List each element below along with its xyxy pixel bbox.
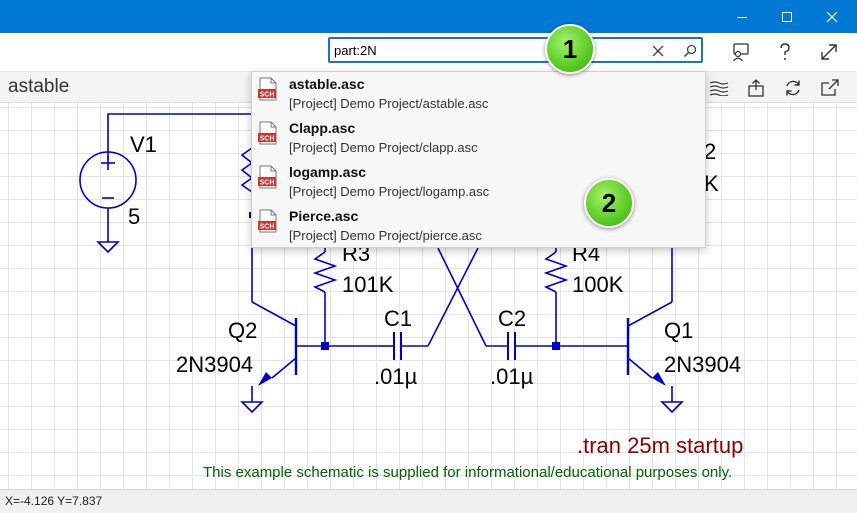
junction-dot-left [321,342,329,350]
result-item[interactable]: SCH Clapp.asc [Project] Demo Project/cla… [252,116,705,160]
file-type-label: SCH [260,92,275,99]
cross-wire-2 [437,247,487,347]
export-button[interactable] [744,76,768,100]
status-bar: X=-4.126 Y=7.837 [0,489,857,513]
q1-name-label: Q1 [664,318,693,343]
cursor-coordinates: X=-4.126 Y=7.837 [5,494,103,508]
document-title[interactable]: astable [8,76,70,97]
q2-emitter-arrow [258,372,272,386]
file-type-label: SCH [260,180,275,187]
q1-collector [627,301,673,327]
refresh-button[interactable] [781,76,805,100]
clear-icon[interactable] [650,43,666,59]
r4-value-label: 100K [572,272,624,297]
result-path: [Project] Demo Project/logamp.asc [289,184,490,199]
result-item[interactable]: SCH astable.asc [Project] Demo Project/a… [252,72,705,116]
popout-button[interactable] [818,76,842,100]
export-icon [748,79,764,97]
v1-top-wire [107,113,252,160]
close-icon [826,11,838,22]
callout-badge-2: 2 [584,178,634,228]
ground-symbol-q1 [660,401,684,414]
c2-value-label: .01µ [490,364,534,389]
waveform-button[interactable] [707,76,731,100]
file-type-label: SCH [260,136,275,143]
popout-icon [821,79,839,96]
schematic-file-icon: SCH [258,121,277,145]
result-item[interactable]: SCH logamp.asc [Project] Demo Project/lo… [252,160,705,204]
ground-symbol-v1 [96,241,120,254]
c1-name-label: C1 [384,306,412,331]
c2-name-label: C2 [498,306,526,331]
feedback-icon [733,43,749,62]
sim-directive: .tran 25m startup [577,433,743,458]
refresh-icon [786,80,800,96]
result-name: logamp.asc [289,164,367,180]
junction-dot-right [552,342,560,350]
ground-symbol-q2 [240,401,264,414]
expand-button[interactable] [815,38,843,66]
result-item[interactable]: SCH Pierce.asc [Project] Demo Project/pi… [252,204,705,248]
close-button[interactable] [809,0,855,33]
schematic-file-icon: SCH [258,77,277,101]
partial-component-value: K [704,171,719,196]
partial-component-name: 2 [704,139,716,164]
schematic-file-icon: SCH [258,165,277,189]
result-name: Pierce.asc [289,208,359,224]
result-name: astable.asc [289,76,365,92]
r3-symbol [312,251,338,293]
help-icon [780,43,790,60]
feedback-button[interactable] [727,38,755,66]
maximize-icon [782,11,792,22]
cross-wire-1 [427,247,479,347]
schematic-file-icon: SCH [258,209,277,233]
schematic-comment: This example schematic is supplied for i… [203,464,732,481]
c1-value-label: .01µ [374,364,418,389]
search-box[interactable] [328,37,703,63]
search-icon[interactable] [682,43,698,59]
minimize-button[interactable] [719,0,765,33]
waveform-icon [709,81,729,96]
q1-model-label: 2N3904 [664,352,741,377]
title-bar [0,0,857,33]
minimize-icon [737,16,747,18]
r4-symbol [543,251,569,293]
q1-emitter-arrow [652,372,666,386]
callout-badge-1: 1 [545,24,595,74]
maximize-button[interactable] [764,0,810,33]
search-results-dropdown: SCH astable.asc [Project] Demo Project/a… [251,71,706,248]
q2-name-label: Q2 [228,318,257,343]
r3-value-label: 101K [342,272,394,297]
expand-icon [821,44,837,60]
help-button[interactable] [771,38,799,66]
q2-collector [251,301,297,327]
result-path: [Project] Demo Project/clapp.asc [289,140,478,155]
v1-value-label: 5 [128,204,140,229]
result-path: [Project] Demo Project/astable.asc [289,96,489,111]
result-path: [Project] Demo Project/pierce.asc [289,228,482,243]
file-type-label: SCH [260,224,275,231]
q2-model-label: 2N3904 [176,352,253,377]
result-name: Clapp.asc [289,120,356,136]
schematic-drawing: V1 5 R3 101K R4 100K C1 .01µ C2 .01µ Q2 … [79,113,743,481]
v1-name-label: V1 [130,132,157,157]
